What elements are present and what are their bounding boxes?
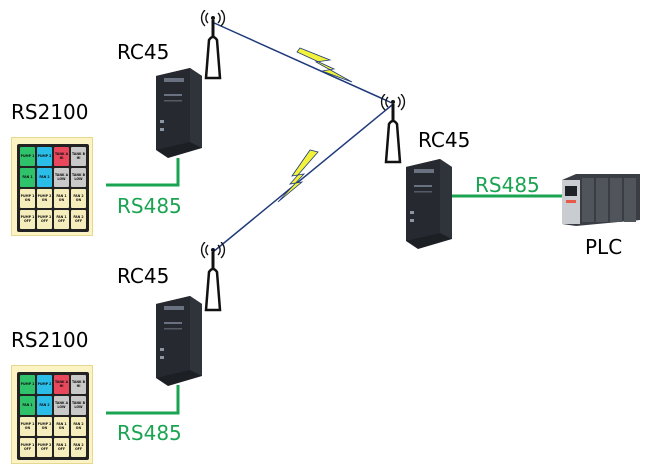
- rc45-top-label: RC45: [117, 40, 170, 64]
- panel-button: FAN 2 OFF: [71, 210, 86, 229]
- radio-link-bottom: [212, 104, 393, 253]
- panel-button: TANK A HI: [54, 375, 69, 394]
- panel-button: PUMP 2 OFF: [37, 438, 52, 457]
- panel-button: PUMP 1 ON: [20, 189, 35, 208]
- rc45-device-mid: [406, 159, 452, 249]
- panel-button: FAN 2 OFF: [71, 438, 86, 457]
- panel-button: PUMP 2 ON: [37, 417, 52, 436]
- panel-button: FAN 1 ON: [54, 417, 69, 436]
- plc-device: [562, 174, 640, 226]
- rs485-plc-label: RS485: [475, 173, 540, 197]
- lightning-bolt-icon: [277, 149, 319, 203]
- rs485-bottom-label: RS485: [117, 421, 182, 445]
- rs485-top-label: RS485: [117, 194, 182, 218]
- rs485-wire-bottom: [106, 385, 180, 415]
- panel-button: FAN 1 OFF: [54, 210, 69, 229]
- panel-button: TANK A LOW: [54, 396, 69, 415]
- panel-button: PUMP 2: [37, 147, 52, 166]
- rc45-bottom-label: RC45: [117, 264, 170, 288]
- rc45-device-bottom: [156, 296, 202, 386]
- panel-button: FAN 2 ON: [71, 417, 86, 436]
- panel-button: TANK B HI: [71, 375, 86, 394]
- panel-button: PUMP 2 ON: [37, 189, 52, 208]
- panel-button: FAN 1: [20, 396, 35, 415]
- antenna-icon: [200, 10, 226, 80]
- antenna-icon: [200, 242, 226, 312]
- rc45-device-top: [156, 68, 202, 158]
- panel-button: TANK A LOW: [54, 168, 69, 187]
- panel-button: TANK B LOW: [71, 396, 86, 415]
- panel-button: TANK B HI: [71, 147, 86, 166]
- rs485-wire-top: [106, 158, 180, 187]
- radio-link-top: [211, 21, 393, 104]
- panel-button: PUMP 1: [20, 147, 35, 166]
- panel-button: FAN 1: [20, 168, 35, 187]
- lightning-bolt-icon: [296, 47, 353, 83]
- antenna-icon: [380, 94, 406, 164]
- panel-button: FAN 1 ON: [54, 189, 69, 208]
- panel-button: PUMP 2: [37, 375, 52, 394]
- rs2100-top-label: RS2100: [11, 100, 89, 124]
- panel-button: FAN 2: [37, 168, 52, 187]
- rc45-mid-label: RC45: [418, 128, 471, 152]
- panel-button: PUMP 2 OFF: [37, 210, 52, 229]
- panel-button: FAN 2 ON: [71, 189, 86, 208]
- plc-label: PLC: [585, 235, 623, 259]
- panel-button: TANK B LOW: [71, 168, 86, 187]
- panel-button: FAN 2: [37, 396, 52, 415]
- panel-button: PUMP 1 ON: [20, 417, 35, 436]
- panel-button: PUMP 1: [20, 375, 35, 394]
- panel-button: PUMP 1 OFF: [20, 438, 35, 457]
- rs2100-bottom-label: RS2100: [11, 328, 89, 352]
- panel-button: PUMP 1 OFF: [20, 210, 35, 229]
- panel-button: TANK A HI: [54, 147, 69, 166]
- panel-button: FAN 1 OFF: [54, 438, 69, 457]
